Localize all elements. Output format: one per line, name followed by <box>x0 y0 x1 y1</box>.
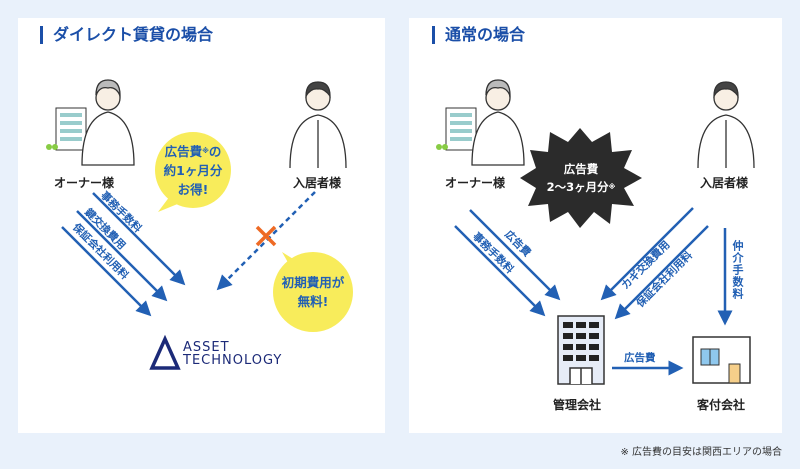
bubble-text: お得! <box>177 181 209 197</box>
ad-fee-burst: 広告費 2〜3ヶ月分※ <box>540 160 622 196</box>
burst-text: 2〜3ヶ月分 <box>546 180 609 194</box>
apartment-icon <box>436 107 477 151</box>
management-company-label: 管理会社 <box>553 398 602 412</box>
burst-shape <box>520 128 642 228</box>
bubble-text: 広告費 <box>164 143 203 159</box>
tenant-person-icon <box>289 81 347 169</box>
ad-fee-label: 広告費 <box>624 352 656 364</box>
asset-technology-logo <box>149 334 181 370</box>
brokerage-fee-label: 仲介手数料 <box>731 240 744 300</box>
fee-arrows-left <box>61 192 186 317</box>
owner-person-icon <box>81 79 135 166</box>
bubble-text: 約1ヶ月分 <box>163 162 223 178</box>
agent-company-label: 客付会社 <box>697 398 746 412</box>
bubble-text: の <box>208 143 222 159</box>
normal-case-title: 通常の場合 <box>432 26 525 44</box>
agent-company-icon <box>692 336 751 384</box>
logo-line: TECHNOLOGY <box>183 353 283 368</box>
owner-label: オーナー様 <box>54 176 115 190</box>
owner-label: オーナー様 <box>445 176 506 190</box>
free-initial-cost-bubble: 初期費用が 無料! <box>273 252 353 332</box>
logo-line: ASSET <box>183 340 230 355</box>
bubble-text: 無料! <box>297 294 329 309</box>
logo-text: ASSET TECHNOLOGY <box>183 341 282 367</box>
footnote: ※ 広告費の目安は関西エリアの場合 <box>620 447 782 458</box>
note-mark: ※ <box>608 183 616 191</box>
cross-icon <box>255 225 277 247</box>
note-mark: ※ <box>202 146 209 155</box>
owner-person-icon <box>471 79 525 166</box>
fee-arrows-right <box>454 207 733 376</box>
management-company-icon <box>557 315 605 385</box>
tenant-label: 入居者様 <box>293 176 342 190</box>
savings-bubble: 広告費※の 約1ヶ月分 お得! <box>155 132 231 208</box>
tenant-label: 入居者様 <box>700 176 749 190</box>
bubble-text: 初期費用が <box>281 275 345 290</box>
apartment-icon <box>46 107 87 151</box>
tenant-person-icon <box>697 81 755 169</box>
direct-rental-title: ダイレクト賃貸の場合 <box>40 26 213 44</box>
burst-text: 広告費 <box>563 162 599 176</box>
